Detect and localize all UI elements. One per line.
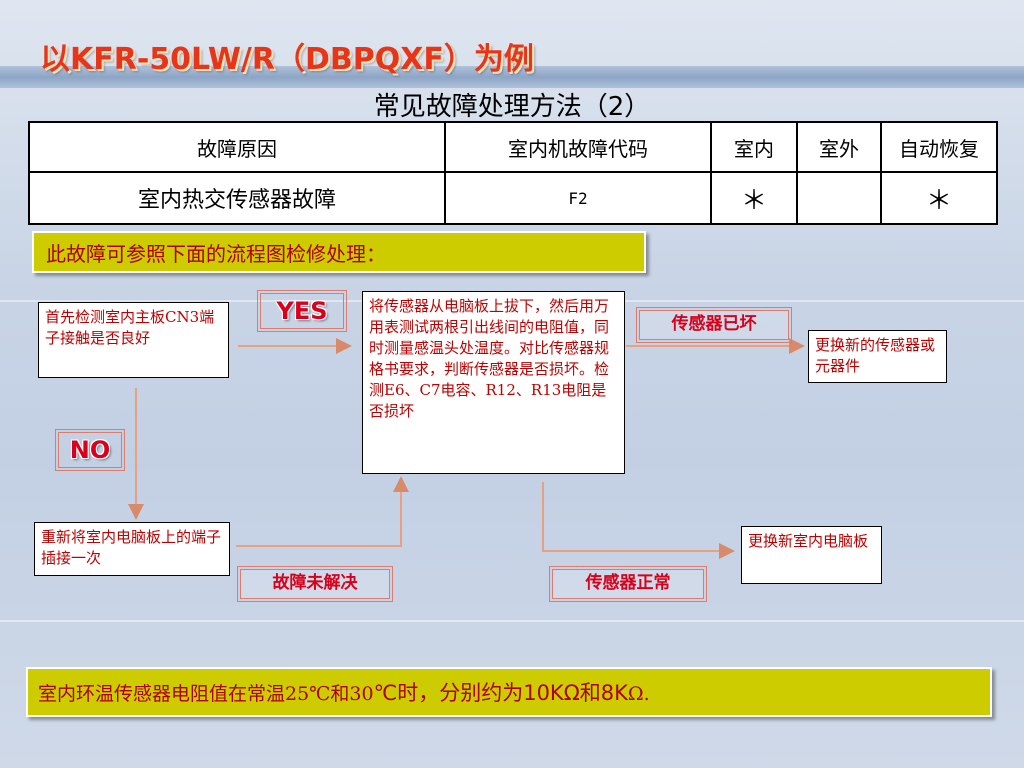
summary-text-1: 室内环温传感器电阻值在常温25℃和30 xyxy=(38,683,374,705)
background-streak xyxy=(0,620,1024,622)
unresolved-label: 故障未解决 xyxy=(237,566,393,602)
slide-title: 以KFR-50LW/R（DBPQXF）为例 xyxy=(40,42,534,77)
cell-auto-recover: ＊ xyxy=(880,171,998,225)
summary-text-4: 10KΩ和8K xyxy=(523,681,628,705)
flow-start-box: 首先检测室内主板CN3端子接触是否良好 xyxy=(38,302,229,378)
flow-test-box: 将传感器从电脑板上拔下，然后用万用表测试两根引出线间的电阻值，同时测量感温头处温… xyxy=(362,291,625,474)
header-indoor: 室内 xyxy=(710,121,798,173)
arrow-test-to-replace-board xyxy=(542,482,735,559)
summary-text-2: ℃时， xyxy=(373,681,440,705)
no-label: NO xyxy=(55,429,125,471)
flow-replace-board-box: 更换新室内电脑板 xyxy=(741,526,882,584)
header-auto-recover: 自动恢复 xyxy=(880,121,998,173)
summary-text-3: 分别约为 xyxy=(439,681,524,705)
cell-code: F2 xyxy=(444,171,712,225)
fault-table: 故障原因 室内机故障代码 室内 室外 自动恢复 室内热交传感器故障 F2 ＊ ＊ xyxy=(28,121,998,225)
header-cause: 故障原因 xyxy=(28,121,446,173)
cell-cause: 室内热交传感器故障 xyxy=(28,171,446,225)
sensor-ok-label: 传感器正常 xyxy=(549,566,707,602)
sensor-broken-label: 传感器已坏 xyxy=(636,307,792,343)
header-outdoor: 室外 xyxy=(796,121,882,173)
note-banner: 此故障可参照下面的流程图检修处理： xyxy=(32,231,646,273)
yes-label: YES xyxy=(257,290,347,332)
cell-outdoor xyxy=(796,171,882,225)
summary-text-5: Ω. xyxy=(627,683,650,705)
cell-indoor: ＊ xyxy=(710,171,798,225)
table-row: 室内热交传感器故障 F2 ＊ ＊ xyxy=(28,171,998,225)
summary-banner: 室内环温传感器电阻值在常温25℃和30℃时，分别约为10KΩ和8KΩ. xyxy=(26,667,992,717)
arrow-reconnect-to-test xyxy=(236,476,409,547)
table-title: 常见故障处理方法（2） xyxy=(373,92,651,122)
header-band xyxy=(0,66,1024,88)
flow-reconnect-box: 重新将室内电脑板上的端子插接一次 xyxy=(34,522,230,576)
flow-replace-sensor-box: 更换新的传感器或元器件 xyxy=(808,330,947,383)
table-header-row: 故障原因 室内机故障代码 室内 室外 自动恢复 xyxy=(28,121,998,173)
header-code: 室内机故障代码 xyxy=(444,121,712,173)
